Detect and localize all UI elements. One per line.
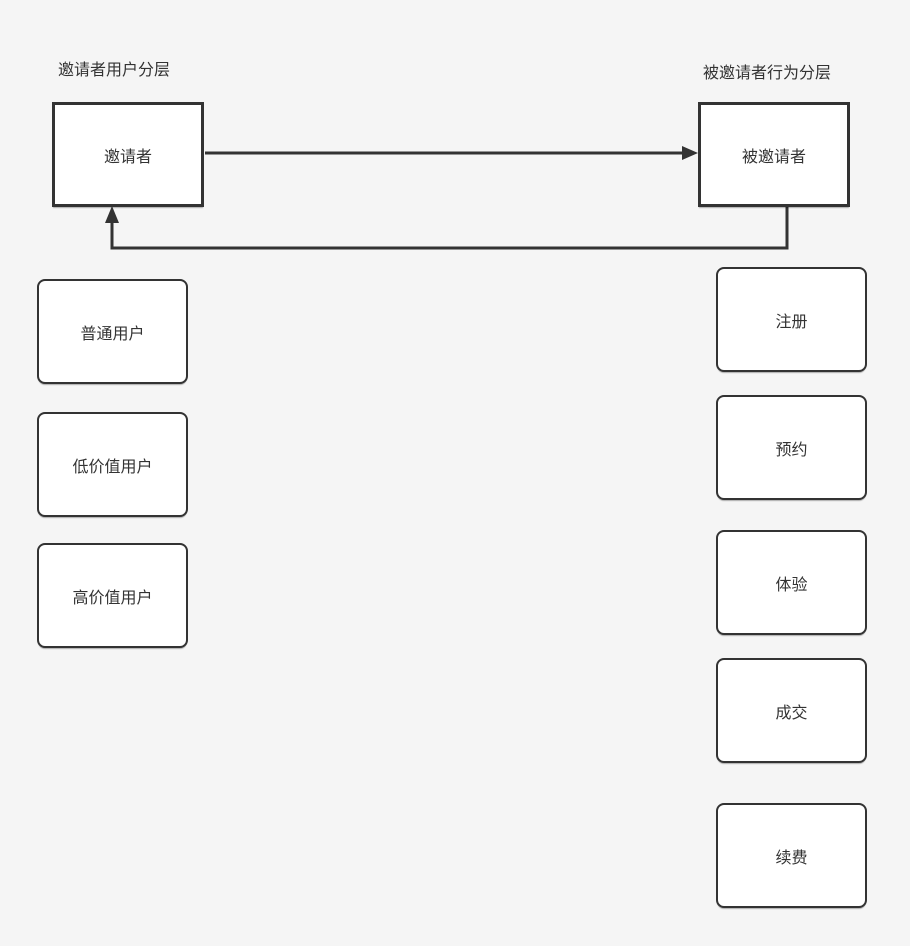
node-invitee[interactable]: 被邀请者	[698, 102, 850, 207]
node-experience[interactable]: 体验	[716, 530, 867, 635]
arrow-invitee-to-inviter-head	[105, 206, 119, 223]
node-register[interactable]: 注册	[716, 267, 867, 372]
node-inviter[interactable]: 邀请者	[52, 102, 204, 207]
arrow-inviter-to-invitee[interactable]	[205, 146, 698, 160]
node-deal[interactable]: 成交	[716, 658, 867, 763]
node-renewal[interactable]: 续费	[716, 803, 867, 908]
arrow-invitee-to-inviter[interactable]	[105, 206, 789, 250]
arrow-invitee-to-inviter-line[interactable]	[110, 206, 789, 250]
right-section-title: 被邀请者行为分层	[703, 65, 832, 82]
node-low-value-user[interactable]: 低价值用户	[37, 412, 188, 517]
arrow-inviter-to-invitee-head	[682, 146, 698, 160]
node-high-value-user[interactable]: 高价值用户	[37, 543, 188, 648]
node-reserve[interactable]: 预约	[716, 395, 867, 500]
node-normal-user[interactable]: 普通用户	[37, 279, 188, 384]
left-section-title: 邀请者用户分层	[58, 62, 171, 79]
